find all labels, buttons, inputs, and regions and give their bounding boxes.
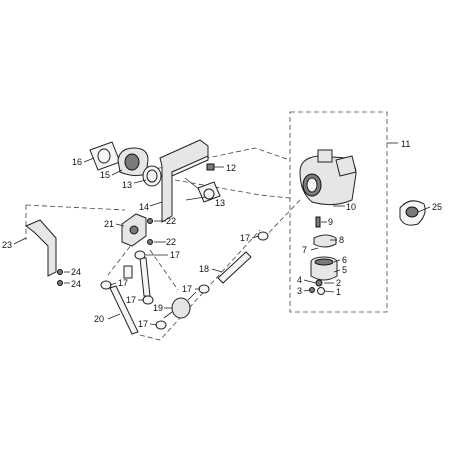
- label-19: 19: [153, 303, 163, 313]
- carburetor-10: [299, 149, 357, 206]
- label-12: 12: [226, 163, 236, 173]
- label-13-right: 13: [215, 198, 225, 208]
- label-17-c: 17: [118, 278, 128, 288]
- label-15: 15: [100, 170, 110, 180]
- float-bowl-6: [310, 256, 338, 281]
- label-17-f: 17: [138, 319, 148, 329]
- label-5: 5: [342, 265, 347, 275]
- label-8: 8: [339, 235, 344, 245]
- fuel-hose-vertical: [139, 257, 151, 297]
- label-3: 3: [297, 286, 302, 296]
- label-22-top: 22: [166, 216, 176, 226]
- lever-21: [121, 213, 147, 247]
- main-jet-9: [315, 216, 321, 228]
- gasket-13-left: [142, 165, 162, 187]
- label-6: 6: [342, 255, 347, 265]
- label-10: 10: [346, 202, 356, 212]
- carburetor-group-box: [289, 111, 388, 313]
- label-24-top: 24: [71, 267, 81, 277]
- label-9: 9: [328, 217, 333, 227]
- label-24-bottom: 24: [71, 279, 81, 289]
- label-13-left: 13: [122, 180, 132, 190]
- bolt-12: [206, 163, 224, 171]
- label-17-b: 17: [170, 250, 180, 260]
- fuel-filter-19: [163, 291, 197, 319]
- label-17-e: 17: [126, 295, 136, 305]
- bracket-plate-14: [159, 139, 209, 223]
- label-22-bottom: 22: [166, 237, 176, 247]
- label-7: 7: [302, 245, 307, 255]
- screw-24: [57, 269, 63, 286]
- label-20: 20: [94, 314, 104, 324]
- label-16: 16: [72, 157, 82, 167]
- label-4: 4: [297, 275, 302, 285]
- label-14: 14: [139, 202, 149, 212]
- label-1: 1: [336, 287, 341, 297]
- float-8: [313, 234, 337, 248]
- label-18: 18: [199, 264, 209, 274]
- bracket-23: [25, 219, 57, 277]
- gasket-25: [399, 200, 426, 226]
- fuel-hose-20: [109, 285, 139, 335]
- insulator-15: [117, 147, 149, 177]
- label-23: 23: [2, 240, 12, 250]
- label-2: 2: [336, 278, 341, 288]
- part-labels: 11 16 15 13 12 14 13 10 25 21 22 9 17 8 …: [2, 139, 442, 329]
- label-25: 25: [432, 202, 442, 212]
- label-21: 21: [104, 219, 114, 229]
- label-11: 11: [401, 139, 410, 149]
- label-17-d: 17: [182, 284, 192, 294]
- gasket-16: [89, 141, 121, 171]
- small-clip-bracket: [123, 265, 133, 279]
- label-17-a: 17: [240, 233, 250, 243]
- fuel-hose-18: [217, 251, 252, 284]
- leader-lines: [13, 142, 431, 326]
- screw-22: [147, 218, 153, 245]
